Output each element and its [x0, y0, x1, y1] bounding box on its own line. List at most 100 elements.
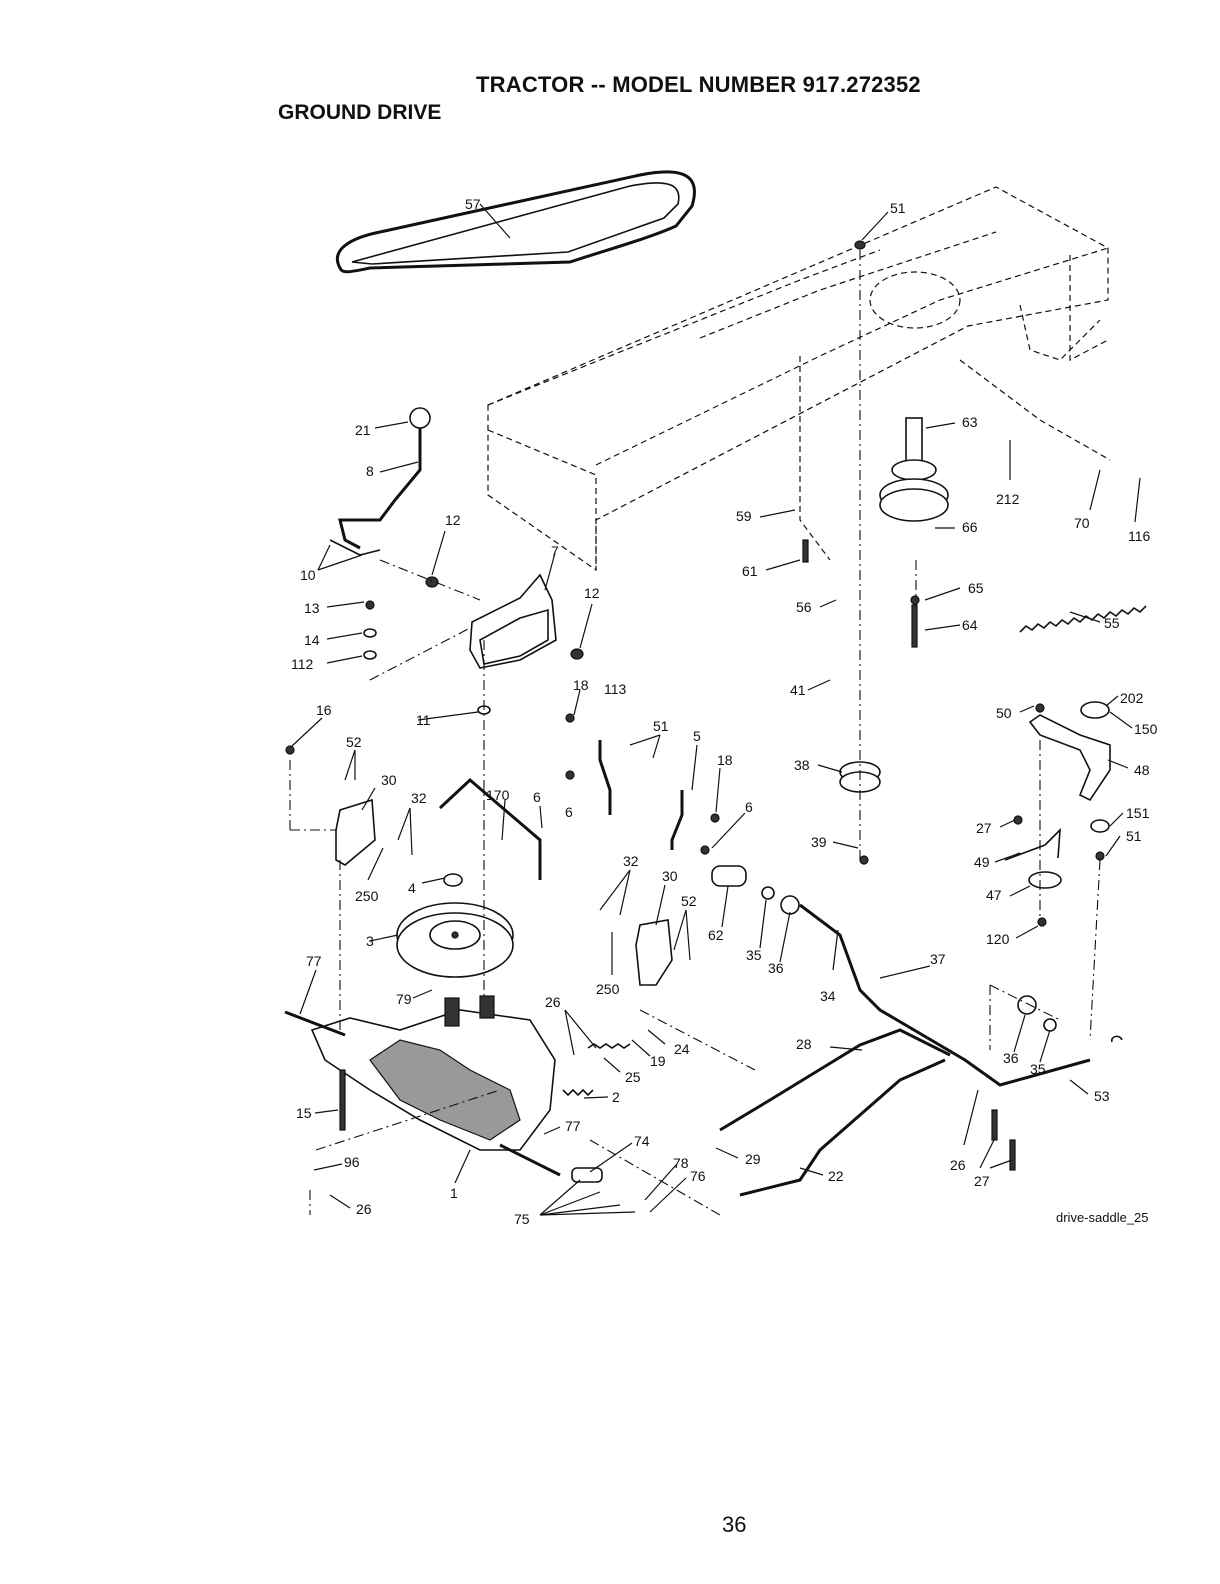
callout-label: 1: [450, 1185, 458, 1201]
callout-label: 120: [986, 931, 1010, 947]
callout-label: 26: [356, 1201, 372, 1217]
bracket-30-left: [335, 798, 376, 866]
callout-label: 51: [890, 200, 906, 216]
callout-label: 65: [968, 580, 984, 596]
callout-label: 8: [366, 463, 374, 479]
callout-label: 113: [604, 681, 627, 697]
callout-label: 22: [828, 1168, 844, 1184]
callout-label: 51: [1126, 828, 1142, 844]
callout-label: 56: [796, 599, 812, 615]
callout-label: 35: [746, 947, 762, 963]
callout-label: 250: [355, 888, 379, 904]
callout-label: 24: [674, 1041, 690, 1057]
callout-label: 7: [551, 543, 559, 559]
callout-label: 112: [291, 656, 314, 672]
callout-label: 170: [486, 787, 510, 803]
callout-label: 36: [1003, 1050, 1019, 1066]
pulley-3: [396, 902, 514, 978]
callout-label: 25: [625, 1069, 641, 1085]
callout-label: 96: [344, 1154, 360, 1170]
callout-label: 18: [717, 752, 733, 768]
callout-label: 13: [304, 600, 320, 616]
bracket-30-center: [635, 919, 673, 986]
callout-label: 49: [974, 854, 990, 870]
callout-label: 11: [416, 712, 431, 728]
callout-label: 27: [974, 1173, 990, 1189]
callout-label: 36: [768, 960, 784, 976]
callout-label: 29: [745, 1151, 761, 1167]
callout-label: 18: [573, 677, 589, 693]
page-title: TRACTOR -- MODEL NUMBER 917.272352: [476, 72, 921, 97]
callout-label: 6: [533, 789, 541, 805]
callout-label: 55: [1104, 615, 1120, 631]
callout-label: 26: [545, 994, 561, 1010]
callout-label: 41: [790, 682, 806, 698]
callout-label: 28: [796, 1036, 812, 1052]
center-lines: [289, 250, 1101, 1216]
callout-label: 57: [465, 196, 481, 212]
callout-label: 16: [316, 702, 332, 718]
callout-label: 27: [976, 820, 992, 836]
callout-label: 37: [930, 951, 946, 967]
shift-lever: [329, 407, 431, 556]
callout-label: 35: [1030, 1061, 1046, 1077]
section-subtitle: GROUND DRIVE: [278, 101, 442, 124]
mount-bracket-7: [469, 573, 557, 669]
callout-label: 151: [1126, 805, 1150, 821]
diagram-caption: drive-saddle_25: [1056, 1210, 1149, 1225]
callout-label: 74: [634, 1133, 650, 1149]
callout-label: 76: [690, 1168, 706, 1184]
callout-label: 70: [1074, 515, 1090, 531]
callout-label: 77: [306, 953, 322, 969]
callout-label: 14: [304, 632, 320, 648]
callout-label: 10: [300, 567, 316, 583]
callout-label: 62: [708, 927, 724, 943]
callout-label: 116: [1128, 528, 1151, 544]
callout-label: 38: [794, 757, 810, 773]
callout-label: 21: [355, 422, 371, 438]
callout-label: 150: [1134, 721, 1158, 737]
callout-label: 78: [673, 1155, 689, 1171]
callout-label: 30: [662, 868, 678, 884]
callout-label: 34: [820, 988, 836, 1004]
callout-label: 53: [1094, 1088, 1110, 1104]
callout-label: 212: [996, 491, 1020, 507]
spindle-pulley-63: [879, 417, 949, 522]
callout-label: 5: [693, 728, 701, 744]
page-number: 36: [722, 1512, 747, 1537]
callout-label: 2: [612, 1089, 620, 1105]
callout-label: 3: [366, 933, 374, 949]
callout-label: 50: [996, 705, 1012, 721]
callout-label: 26: [950, 1157, 966, 1173]
callout-labels: 57 51 21 8 12 10 7 13 14 112 12 63 212 7…: [291, 196, 1158, 1227]
frame-outline: [487, 186, 1111, 572]
callout-label: 51: [653, 718, 669, 734]
callout-label: 6: [745, 799, 753, 815]
callout-label: 48: [1134, 762, 1150, 778]
callout-label: 77: [565, 1118, 581, 1134]
callout-label: 12: [445, 512, 461, 528]
callout-label: 19: [650, 1053, 666, 1069]
callout-label: 39: [811, 834, 827, 850]
idler-arm-48: [1004, 701, 1111, 889]
hardware: [285, 240, 1123, 1183]
callout-label: 52: [346, 734, 362, 750]
callout-label: 59: [736, 508, 752, 524]
callout-label: 4: [408, 880, 416, 896]
transaxle-1: [284, 995, 561, 1177]
spring-55: [1019, 605, 1147, 633]
callout-label: 202: [1120, 690, 1144, 706]
callout-label: 30: [381, 772, 397, 788]
callout-label: 79: [396, 991, 412, 1007]
callout-label: 63: [962, 414, 978, 430]
callout-label: 12: [584, 585, 600, 601]
callout-label: 15: [296, 1105, 312, 1121]
callout-label: 64: [962, 617, 978, 633]
leader-lines: [291, 203, 1141, 1216]
belt-57: [336, 170, 696, 274]
callout-label: 47: [986, 887, 1002, 903]
callout-label: 61: [742, 563, 758, 579]
callout-label: 66: [962, 519, 978, 535]
